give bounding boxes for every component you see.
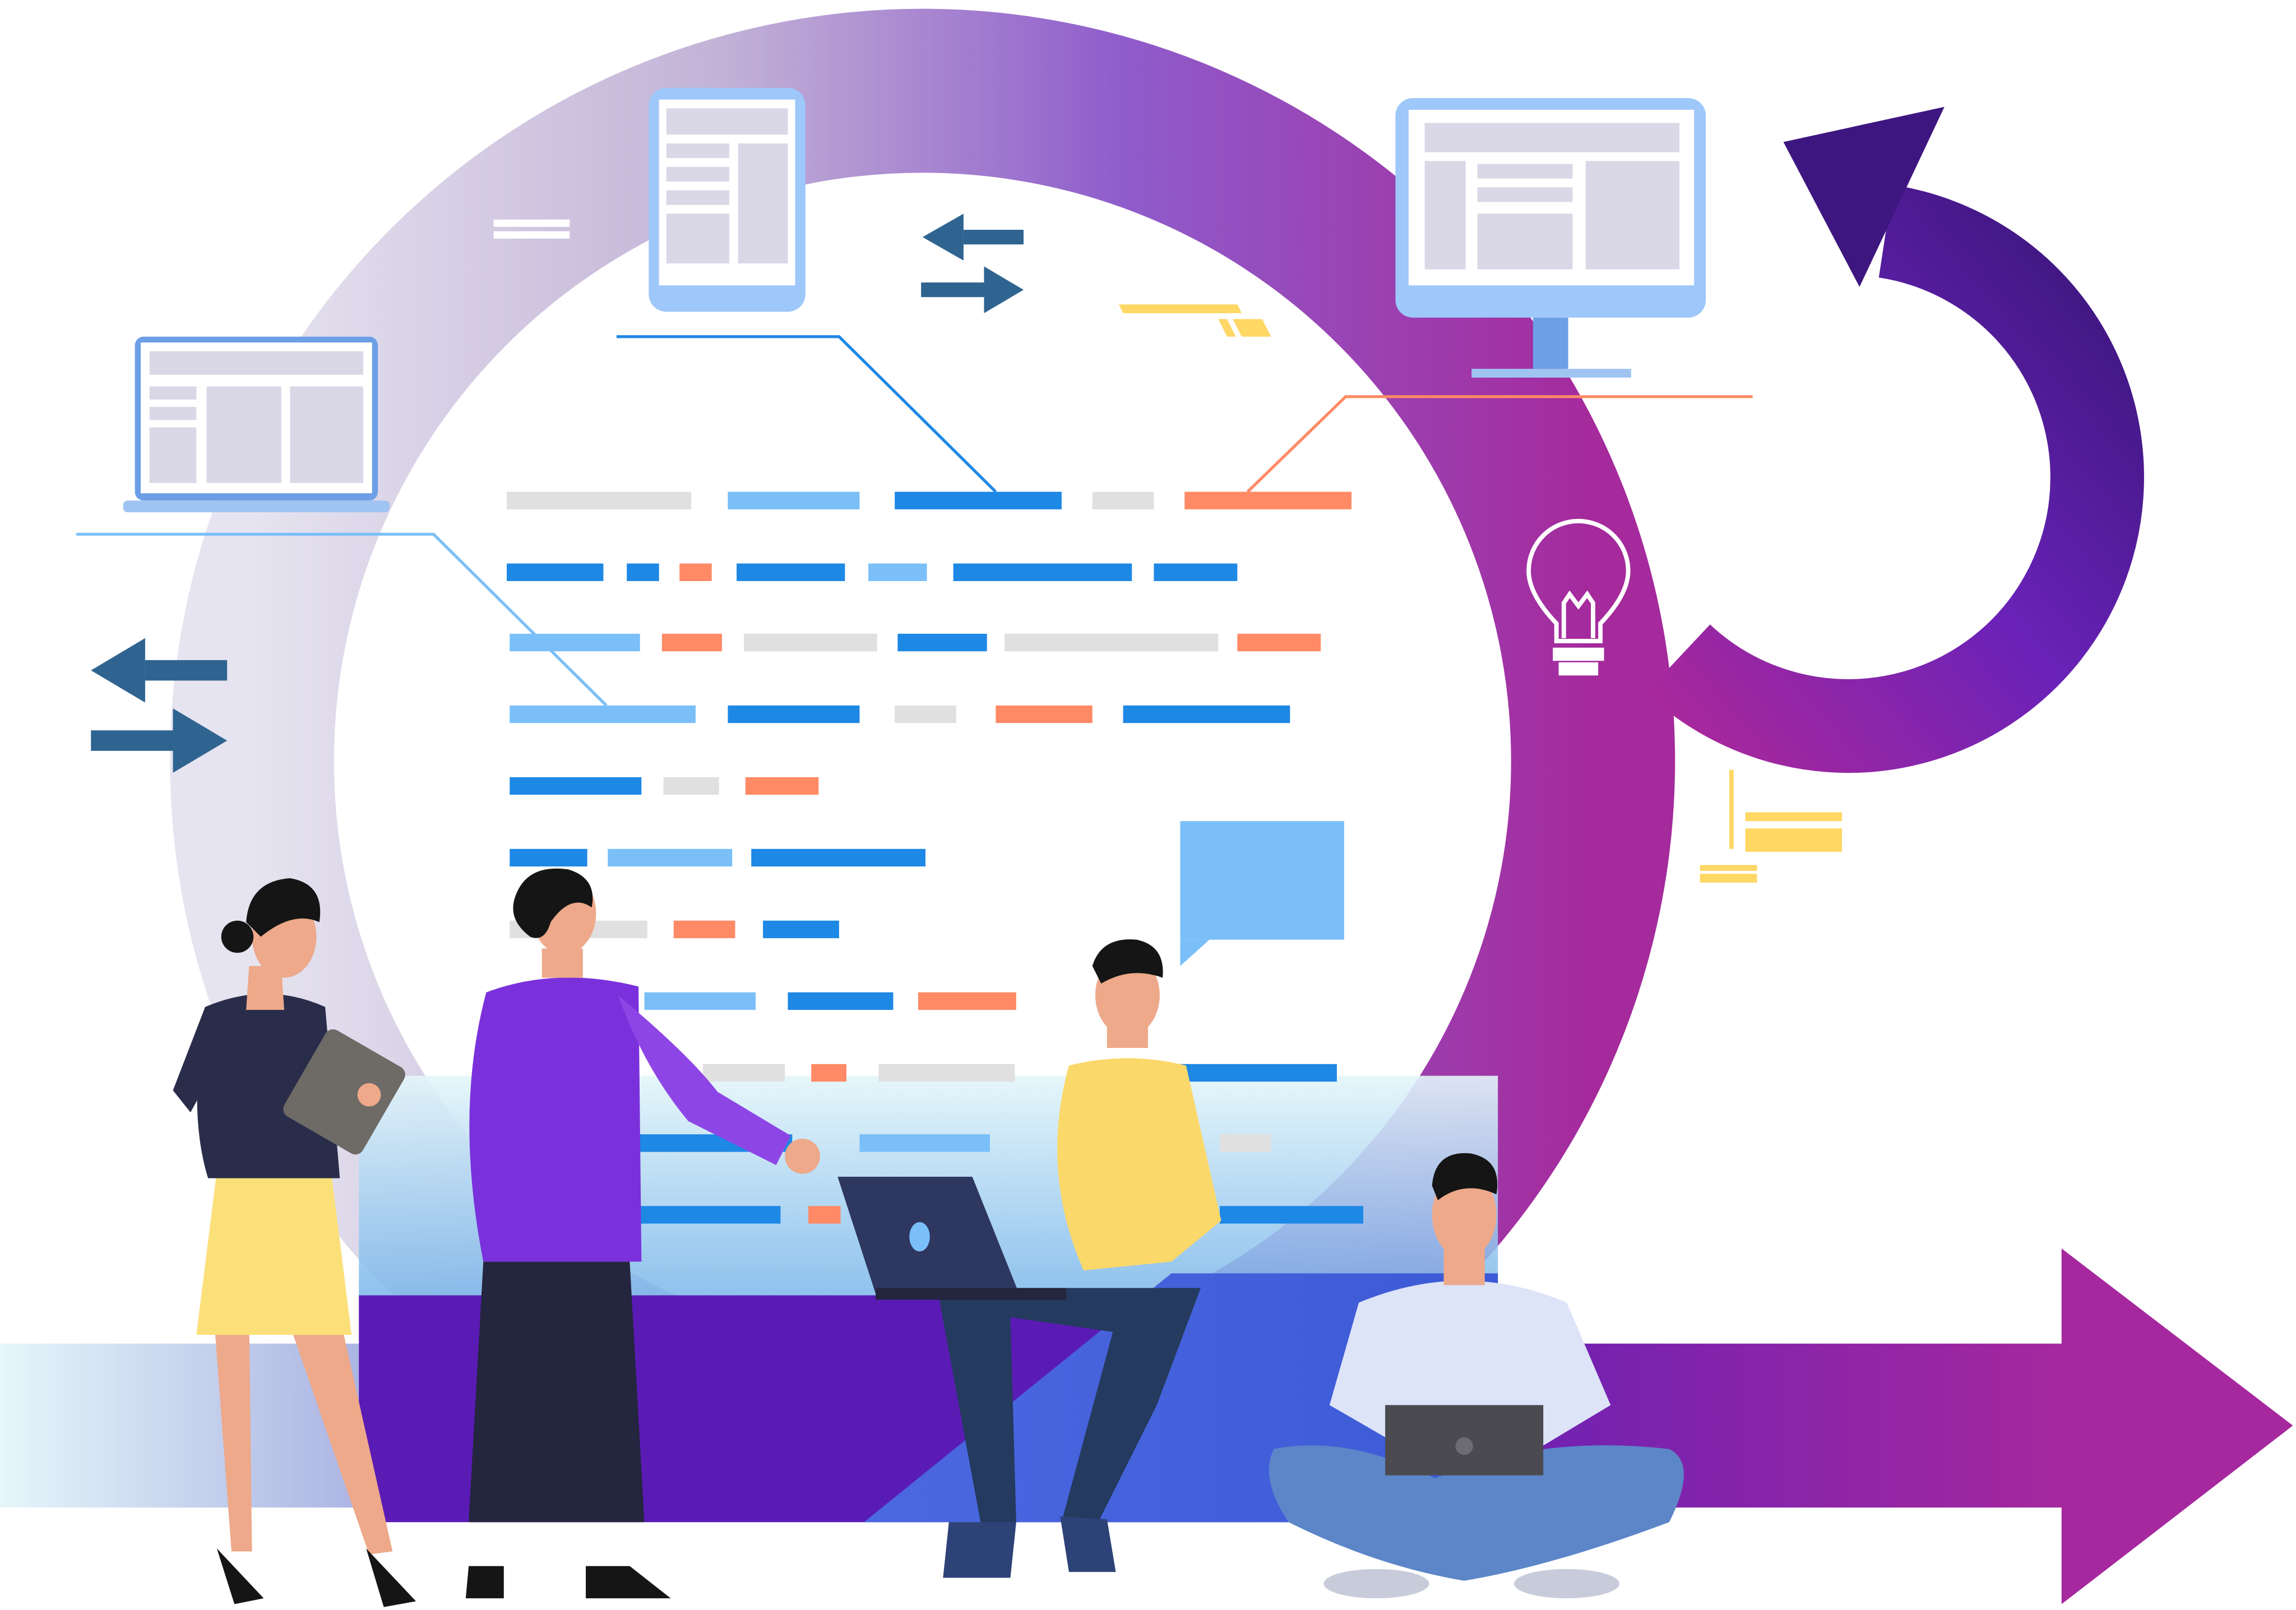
monitor-icon bbox=[1395, 98, 1706, 378]
lightbulb-icon bbox=[1526, 518, 1631, 676]
connector-lines bbox=[76, 335, 1753, 707]
man-sitting-with-laptop bbox=[837, 939, 1221, 1578]
swap-arrows-icon bbox=[91, 638, 228, 773]
man-pointing bbox=[465, 868, 820, 1599]
chat-bubble-icon bbox=[1180, 821, 1344, 966]
decorative-bars bbox=[493, 219, 1843, 883]
code-lines bbox=[507, 491, 1363, 1224]
tablet-icon bbox=[649, 87, 806, 312]
man-cross-legged-with-laptop bbox=[1269, 1153, 1684, 1599]
laptop-icon bbox=[123, 336, 390, 513]
cycle-arrow-icon bbox=[1646, 106, 2144, 773]
swap-arrows-icon bbox=[921, 214, 1024, 313]
woman-with-tablet bbox=[173, 878, 416, 1607]
